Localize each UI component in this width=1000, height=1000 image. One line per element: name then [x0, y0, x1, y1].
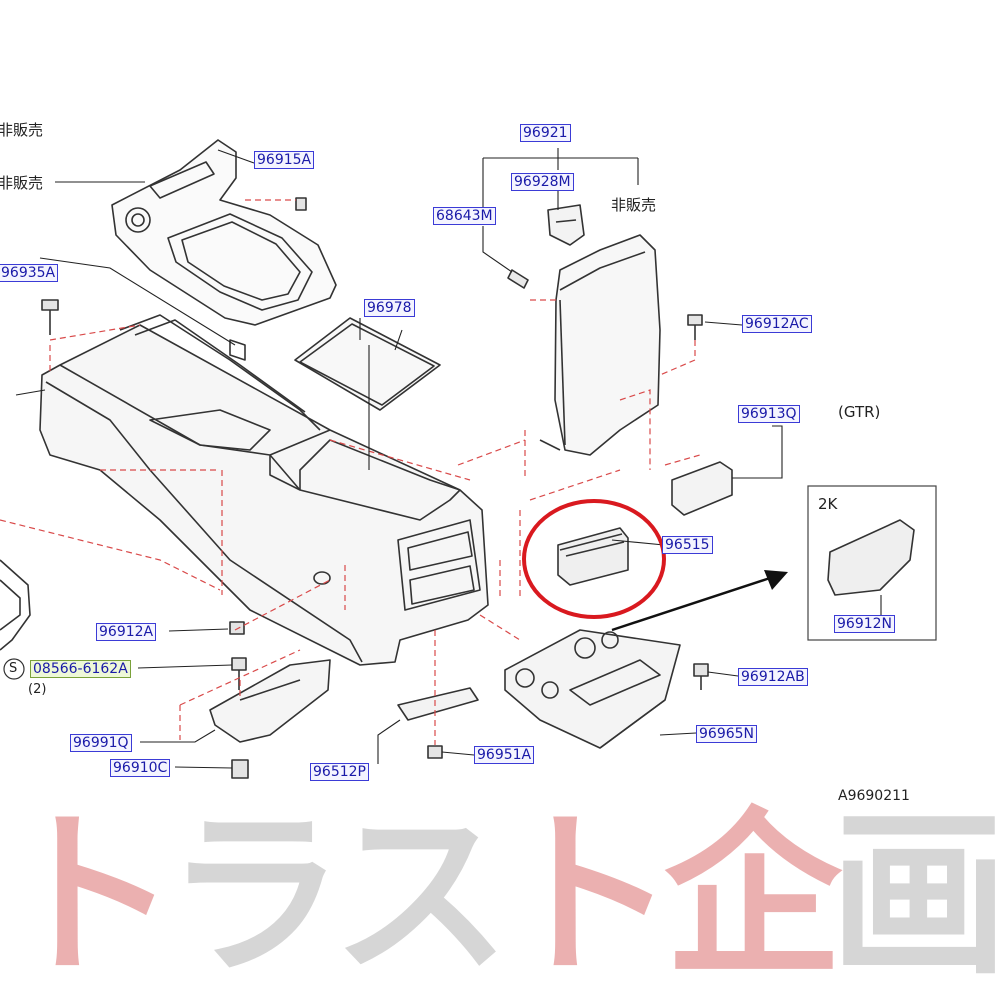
left-partial-part [0, 559, 31, 651]
clip-96912AC [687, 314, 703, 340]
ashtray-96515 [557, 527, 629, 586]
highlight-circle [522, 499, 666, 619]
cover-96512P [397, 687, 479, 721]
part-96928M[interactable]: 96928M [511, 173, 574, 191]
armrest-lid [539, 234, 661, 456]
part-96912A[interactable]: 96912A [96, 623, 157, 641]
part-96921[interactable]: 96921 [520, 124, 571, 142]
part-96515[interactable]: 96515 [662, 536, 713, 554]
screw-68643M [507, 269, 529, 289]
watermark-glyph: ス [332, 790, 510, 999]
watermark-glyph: ト [498, 790, 676, 999]
armrest-hinge [547, 204, 585, 246]
leader-lines [15, 148, 882, 769]
part-96951A[interactable]: 96951A [474, 746, 535, 764]
part-96935A[interactable]: 96935A [0, 264, 59, 282]
part-96965N[interactable]: 96965N [696, 725, 758, 743]
small-lid-96913Q [671, 461, 733, 516]
watermark-logo: トラスト企画 [0, 790, 1000, 1000]
part-96913Q[interactable]: 96913Q [738, 405, 800, 423]
detail-arrow [611, 570, 788, 632]
watermark-glyph: ト [0, 790, 178, 999]
note-not-sold-2: 非販売 [0, 174, 44, 192]
console-trim-bezel [111, 139, 337, 326]
tray-96965N [504, 629, 681, 749]
note-not-sold-3: 非販売 [611, 196, 657, 214]
lid-96912N [827, 519, 915, 596]
watermark-glyph: 画 [830, 790, 1000, 999]
qty-note: (2) [28, 682, 47, 697]
center-console-body [39, 314, 489, 666]
s-marker: S [9, 661, 18, 676]
part-96991Q[interactable]: 96991Q [70, 734, 132, 752]
s-marker-circle [3, 658, 25, 680]
detail-box-2k [807, 485, 937, 641]
watermark-glyph: ラ [166, 790, 344, 999]
console-lid-pad [294, 317, 441, 411]
part-96910C[interactable]: 96910C [110, 759, 171, 777]
fasteners [41, 197, 709, 779]
alignment-lines [0, 199, 701, 745]
part-96912N[interactable]: 96912N [834, 615, 896, 633]
part-68643M[interactable]: 68643M [433, 207, 496, 225]
note-not-sold-1: 非販売 [0, 121, 44, 139]
part-96512P[interactable]: 96512P [310, 763, 369, 781]
part-96978[interactable]: 96978 [364, 299, 415, 317]
bracket-96991Q [209, 659, 331, 743]
diagram-code: A9690211 [838, 788, 910, 804]
part-08566-6162A[interactable]: 08566-6162A [30, 660, 131, 678]
watermark-glyph: 企 [664, 790, 842, 999]
part-96915A[interactable]: 96915A [254, 151, 315, 169]
part-96912AB[interactable]: 96912AB [738, 668, 808, 686]
part-96912AC[interactable]: 96912AC [742, 315, 812, 333]
variant-gtr: (GTR) [838, 403, 881, 421]
variant-2k: 2K [818, 495, 838, 513]
